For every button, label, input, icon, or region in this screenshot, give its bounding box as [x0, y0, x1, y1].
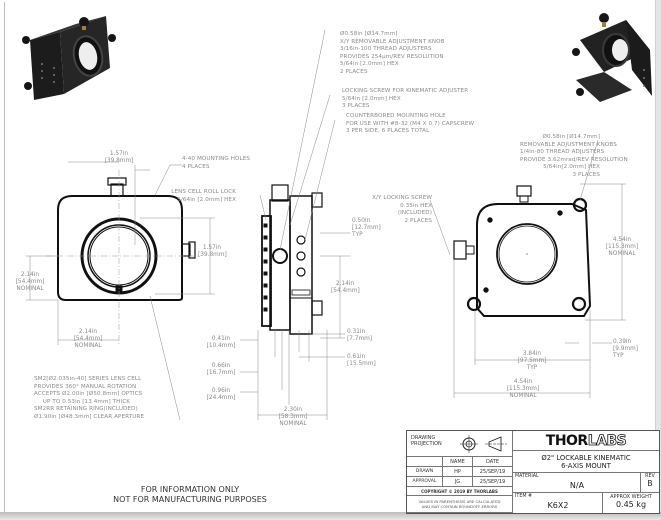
- dim-front-right: 1.57in[39.8mm]: [198, 245, 227, 259]
- rev-cell: REV B: [641, 473, 659, 493]
- dim-front-top: 1.57in[39.8mm]: [104, 151, 134, 165]
- note-xy-adjustment-knob: Ø0.58in [Ø14.7mm]X/Y REMOVABLE ADJUSTMEN…: [340, 31, 445, 75]
- dim-side-066: 0.66in[16.7mm]: [206, 363, 236, 377]
- projection-symbol-icon: [460, 435, 478, 453]
- name-header: NAME: [443, 457, 473, 467]
- item-cell: ITEM # K6X2: [513, 493, 603, 513]
- dim-side-031: 0.31in[7.7mm]: [347, 329, 373, 343]
- date-header: DATE: [473, 457, 513, 467]
- material-cell: MATERIAL N/A: [513, 473, 641, 493]
- dim-side-061: 0.61in[15.5mm]: [347, 354, 376, 368]
- copyright: COPYRIGHT © 2019 BY THORLABS: [407, 487, 513, 496]
- dim-side-041: 0.41in[10.4mm]: [206, 336, 236, 350]
- side-view: [261, 184, 323, 335]
- front-dimension-lines: [26, 161, 215, 421]
- dim-back-384: 3.84in[97.5mm]TYP: [517, 351, 547, 372]
- side-dimension-lines: [240, 29, 451, 420]
- dim-back-width: 4.54in[115.3mm]NOMINAL: [506, 379, 540, 400]
- dim-front-bottom: 2.14in[54.4mm]NOMINAL: [73, 329, 103, 350]
- page-bottom-shadow: [0, 512, 661, 520]
- front-centerlines: [46, 170, 200, 345]
- drawn-label: DRAWN: [407, 467, 443, 477]
- dim-back-039: 0.39in[9.9mm]TYP: [613, 339, 639, 360]
- page-edge-shadow: [655, 0, 661, 512]
- weight-cell: APPROX WEIGHT 0.45 kg: [610, 494, 652, 509]
- drawn-date: 25/SEP/19: [473, 467, 513, 477]
- thorlabs-logo: THORLABS: [513, 431, 659, 451]
- isometric-render-back: [572, 13, 652, 102]
- isometric-render-front: [22, 16, 116, 100]
- approval-name: JG: [443, 477, 473, 487]
- approval-date: 25/SEP/19: [473, 477, 513, 487]
- note-removable-knobs: Ø0.58in [Ø14.7mm]REMOVABLE ADJUSTMENT KN…: [520, 134, 628, 178]
- dim-side-050: 0.50in[12.7mm]TYP: [352, 218, 381, 239]
- back-view: [453, 185, 592, 317]
- cone-projection-icon: [485, 436, 507, 452]
- dim-side-214: 2.14in[54.4mm]: [331, 281, 360, 295]
- dim-side-230: 2.30in[58.3mm]NOMINAL: [278, 407, 308, 428]
- approval-label: APPROVAL: [407, 477, 443, 487]
- dim-front-left: 2.14in[54.4mm]NOMINAL: [15, 272, 45, 293]
- back-dimension-lines: [453, 139, 626, 398]
- dim-side-096: 0.96in[24.4mm]: [206, 388, 236, 402]
- drawn-name: HP: [443, 467, 473, 477]
- dim-back-height: 4.54in[115.3mm]NOMINAL: [605, 237, 639, 258]
